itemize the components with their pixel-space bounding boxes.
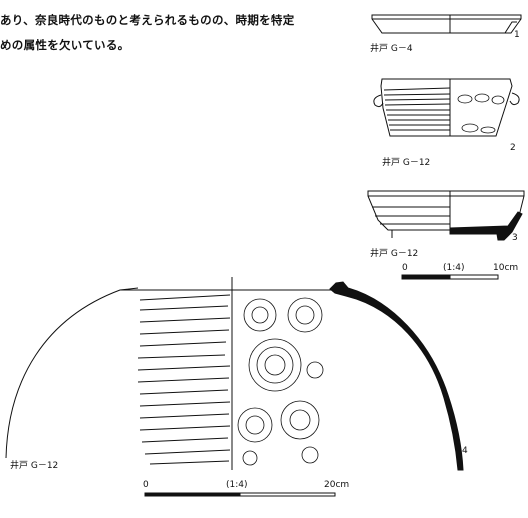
scale-bar-large bbox=[144, 492, 336, 497]
figure-4-number: 4 bbox=[462, 446, 468, 456]
figure-3-label: 井戸 G－12 bbox=[370, 249, 419, 259]
scale-large-start: 0 bbox=[143, 480, 149, 490]
figure-4-outer-hatching bbox=[137, 294, 231, 465]
scale-small-ratio: (1:4) bbox=[443, 263, 465, 273]
scale-small-end: 10cm bbox=[493, 263, 519, 273]
figure-4-pot-drawing bbox=[5, 277, 464, 471]
figure-1-number: 1 bbox=[514, 30, 520, 40]
scale-large-end: 20cm bbox=[324, 480, 350, 490]
body-text-line-2: めの属性を欠いている。 bbox=[0, 38, 130, 52]
figure-3-bowl-drawing bbox=[367, 190, 525, 241]
figure-1-label: 井戸 G－4 bbox=[370, 44, 413, 54]
figure-3-number: 3 bbox=[512, 233, 518, 243]
figure-2-number: 2 bbox=[510, 143, 516, 153]
figure-2-hatching bbox=[383, 87, 451, 131]
figure-4-label: 井戸 G－12 bbox=[10, 461, 59, 471]
figure-4-inner-rings bbox=[237, 297, 324, 466]
body-text-line-1: あり、奈良時代のものと考えられるものの、時期を特定 bbox=[0, 13, 295, 27]
figure-1-bowl-drawing bbox=[371, 14, 522, 34]
figure-2-label: 井戸 G－12 bbox=[382, 158, 431, 168]
scale-bar-small bbox=[401, 274, 499, 280]
scale-large-ratio: (1:4) bbox=[226, 480, 248, 490]
figure-2-inner-blobs bbox=[457, 93, 505, 134]
figure-2-jar-drawing bbox=[373, 78, 520, 137]
scale-small-start: 0 bbox=[402, 263, 408, 273]
